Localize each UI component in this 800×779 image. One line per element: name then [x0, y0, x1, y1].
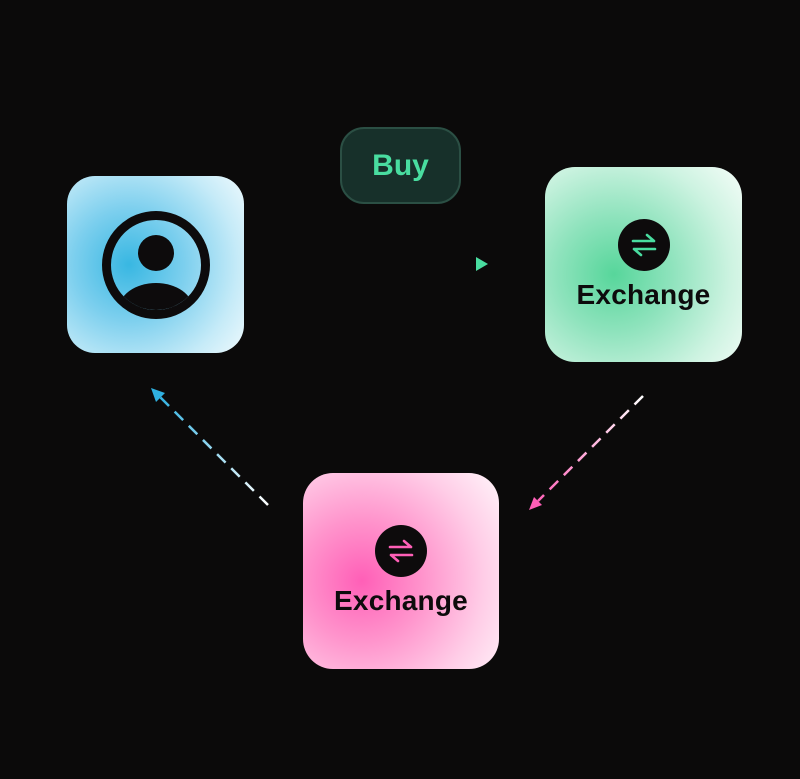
- arrow-exchange-to-exchange: [529, 395, 644, 510]
- exchange-arrows-icon: [375, 525, 427, 577]
- exchange-label: Exchange: [576, 278, 711, 310]
- arrow-exchange-to-user: [151, 388, 269, 506]
- exchange-label: Exchange: [334, 585, 468, 616]
- exchange-arrows-icon: [617, 218, 670, 271]
- user-avatar-icon: [101, 210, 210, 319]
- exchange-card-bottom: Exchange: [303, 473, 499, 669]
- buy-label: Buy: [372, 148, 429, 182]
- buy-label-pill: Buy: [340, 127, 461, 204]
- arrow-user-to-exchange: [323, 257, 488, 271]
- exchange-card-top: Exchange: [545, 167, 742, 362]
- user-card: [67, 176, 244, 353]
